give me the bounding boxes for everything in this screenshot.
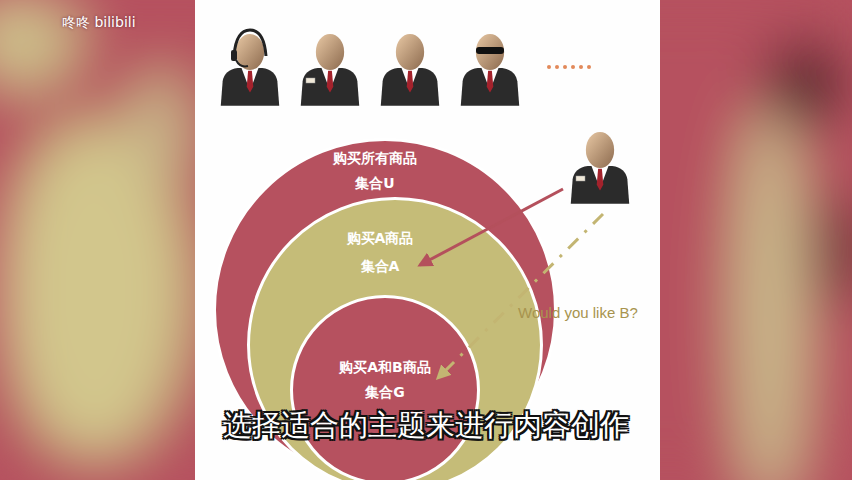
set-circle: 购买A和B商品集合G (290, 295, 480, 480)
callout-text: Would you like B? (518, 304, 638, 322)
person-icon (461, 34, 519, 106)
person-icon (571, 132, 629, 204)
person-icon (381, 34, 439, 106)
set-heading: 购买所有商品 (333, 150, 417, 167)
badge (306, 78, 315, 83)
set-heading: 购买A和B商品 (339, 359, 431, 376)
watermark: 咚咚 bilibili (62, 14, 136, 31)
set-name: 集合U (355, 175, 394, 192)
circle-shape (292, 297, 479, 480)
headset (236, 60, 248, 66)
person-icon (221, 34, 279, 106)
subtitle: 选择适合的主题来进行内容创作 (223, 408, 629, 443)
dashed-arrow (438, 214, 603, 378)
headset (234, 30, 266, 56)
set-name: 集合G (365, 384, 405, 401)
sunglasses (476, 47, 504, 54)
ellipsis-dots (547, 65, 591, 69)
person-icon (301, 34, 359, 106)
badge (576, 176, 585, 181)
pointer-arrow (420, 189, 563, 265)
set-name: 集合A (361, 258, 400, 275)
headset (231, 50, 237, 61)
set-heading: 购买A商品 (347, 230, 414, 247)
